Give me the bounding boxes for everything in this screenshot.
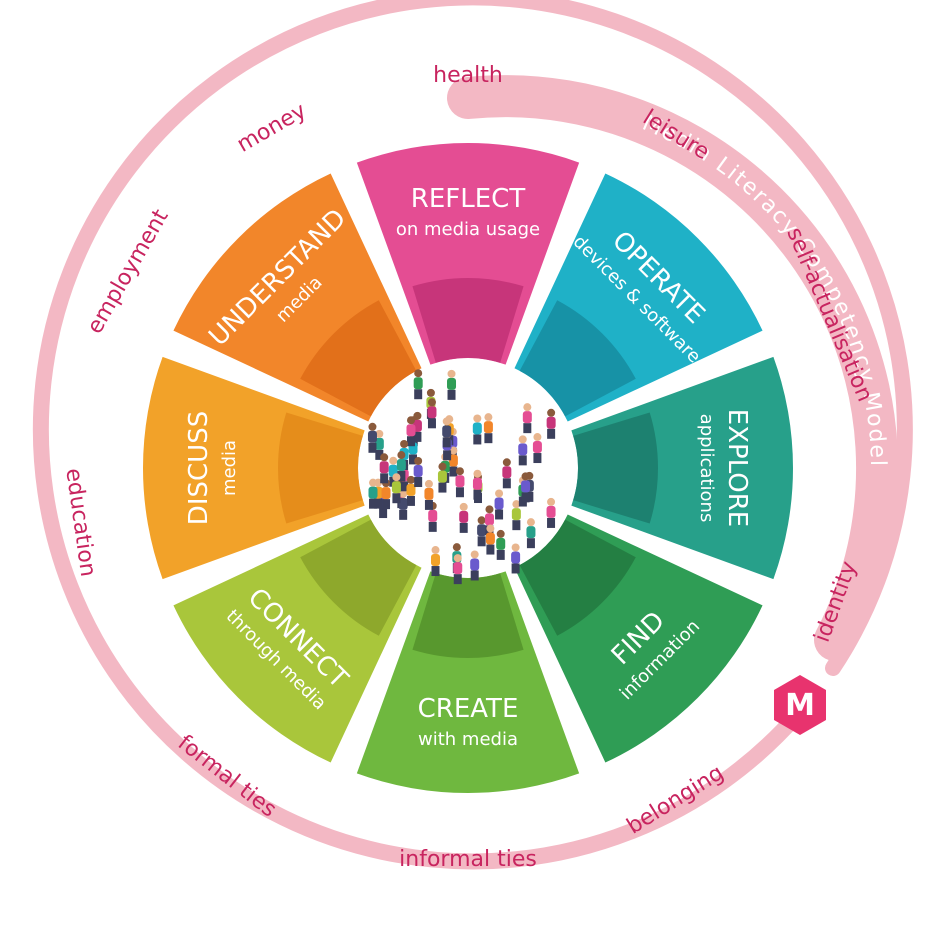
person-figure (472, 469, 482, 500)
person-figure (546, 408, 556, 439)
person-figure (448, 446, 458, 477)
logo-badge: M (774, 675, 826, 735)
segment-operate-inner-lobe (519, 300, 636, 417)
segment-reflect-band (356, 143, 580, 365)
person-figure (511, 543, 521, 574)
person-figure (398, 489, 408, 520)
person-figure (477, 516, 487, 547)
segment-reflect-label: REFLECT on media usage (396, 184, 540, 240)
outer-ring (32, 0, 913, 870)
segment-discuss-subtitle: media (219, 440, 240, 496)
person-figure (511, 500, 521, 531)
person-figure (396, 451, 406, 482)
segment-explore-title: EXPLORE (722, 409, 752, 527)
person-figure (532, 433, 542, 464)
segment-reflect-inner-lobe (412, 277, 524, 363)
person-figure (381, 479, 391, 510)
person-figure (496, 529, 506, 560)
person-figure (427, 398, 437, 429)
person-figure (470, 550, 480, 581)
segment-create-title: CREATE (418, 694, 519, 724)
person-figure (374, 429, 384, 460)
segment-discuss-inner-lobe (277, 412, 363, 524)
person-figure (455, 467, 465, 498)
person-figure (472, 414, 482, 445)
segment-reflect: REFLECT on media usage (356, 143, 580, 365)
person-figure (406, 475, 416, 506)
segment-create-band (356, 571, 580, 793)
segment-understand-inner-lobe (300, 300, 417, 417)
person-figure (502, 458, 512, 489)
person-figure (391, 473, 401, 504)
outer-word-health: health (433, 63, 503, 88)
segment-reflect-subtitle: on media usage (396, 219, 540, 240)
segment-discuss-band (143, 356, 365, 580)
person-figure (447, 369, 457, 400)
person-figure (368, 478, 378, 509)
person-figure (526, 518, 536, 549)
people-crowd-illustration (367, 369, 556, 585)
person-figure (413, 457, 423, 488)
person-figure (442, 417, 452, 448)
segment-explore-subtitle: applications (696, 414, 717, 523)
person-figure (522, 403, 532, 434)
segment-explore-inner-lobe (573, 412, 658, 524)
person-figure (494, 489, 504, 520)
person-figure (546, 497, 556, 528)
segment-create-label: CREATE with media (418, 694, 519, 750)
outer-word-informal-ties: informal ties (399, 847, 537, 872)
person-figure (406, 416, 416, 447)
person-figure (453, 554, 463, 585)
person-figure (413, 369, 423, 400)
segment-reflect-title: REFLECT (411, 184, 526, 214)
outer-word-formal-ties: formal ties (173, 730, 281, 822)
title-ring (447, 75, 899, 661)
outer-word-belonging: belonging (623, 761, 729, 840)
segment-explore-band (571, 356, 793, 580)
person-figure (379, 453, 389, 484)
segment-discuss-title: DISCUSS (184, 411, 214, 525)
person-figure (367, 422, 377, 453)
logo-letter: M (785, 688, 815, 723)
person-figure (521, 472, 531, 503)
person-figure (518, 435, 528, 466)
person-figure (437, 462, 447, 493)
outer-word-money: money (233, 98, 311, 157)
person-figure (430, 546, 440, 577)
person-figure (459, 502, 469, 533)
segment-create-inner-lobe (412, 573, 524, 658)
person-figure (483, 413, 493, 444)
logo-hexagon (774, 675, 826, 735)
segment-connect-inner-lobe (300, 519, 417, 636)
segment-find-inner-lobe (519, 519, 636, 636)
person-figure (424, 479, 434, 510)
segment-create: CREATE with media (356, 571, 580, 793)
person-figure (485, 524, 495, 555)
segment-create-subtitle: with media (418, 729, 518, 750)
